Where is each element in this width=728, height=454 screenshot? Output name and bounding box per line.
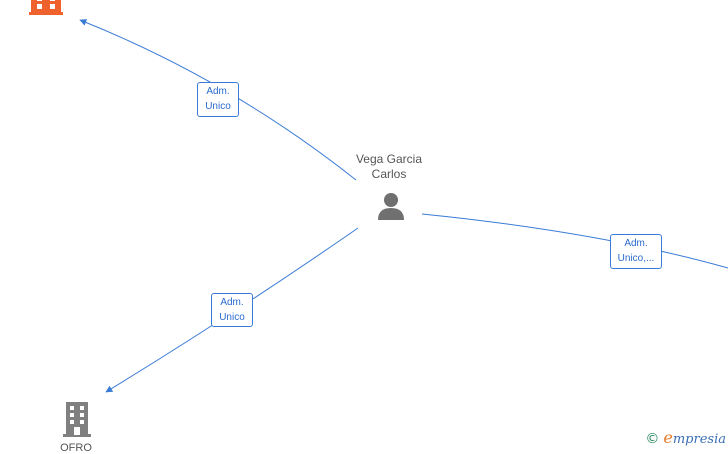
brand-name: mpresia [672,432,726,447]
brand-watermark: ©empresia [645,428,726,447]
edge-line-right [421,213,728,269]
company-node-top-left[interactable] [29,0,63,16]
person-icon [378,193,404,220]
edge-label-line2: Unico [205,101,231,112]
edge-label-top-left[interactable]: Adm. Unico [197,82,239,117]
edge-label-bottom-left[interactable]: Adm. Unico [211,293,253,327]
person-node[interactable] [376,192,406,220]
brand-initial: e [663,428,673,447]
building-icon [63,402,91,437]
company-node-bottom-left[interactable] [62,402,92,440]
person-name-line1: Vega Garcia [355,152,423,166]
copyright-symbol: © [645,431,660,447]
edge-label-right[interactable]: Adm. Unico,... [610,234,662,269]
person-name-line2: Carlos [371,167,407,181]
edge-label-line2: Unico,... [617,253,655,264]
edge-label-line2: Unico [219,312,245,323]
building-icon [29,0,63,15]
person-name[interactable]: Vega Garcia Carlos [334,152,444,182]
edge-label-line1: Adm. [206,86,230,97]
edge-label-line1: Adm. [624,238,648,249]
edge-label-line1: Adm. [220,297,244,308]
company-label[interactable]: OFRO [60,442,92,454]
